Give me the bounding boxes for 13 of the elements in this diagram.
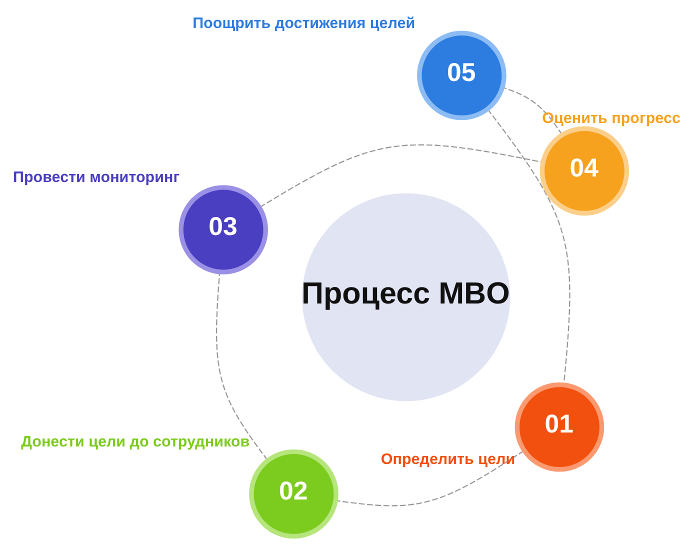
node-circle: 05: [417, 30, 506, 120]
node-label: Поощрить достижения целей: [192, 14, 416, 32]
node-circle: 01: [514, 382, 604, 472]
node-label: Провести мониторинг: [12, 168, 180, 186]
node-label: Донести цели до сотрудников: [21, 432, 250, 450]
connector: [336, 450, 524, 506]
node-circle: Процесс MBO: [302, 192, 510, 401]
connector: [216, 271, 268, 460]
node-circle: 04: [540, 126, 630, 216]
node-circle: 03: [178, 184, 268, 274]
node-label: Определить цели: [380, 450, 516, 468]
node-circle: 02: [249, 448, 338, 538]
node-label: Оценить прогресс: [542, 110, 680, 127]
